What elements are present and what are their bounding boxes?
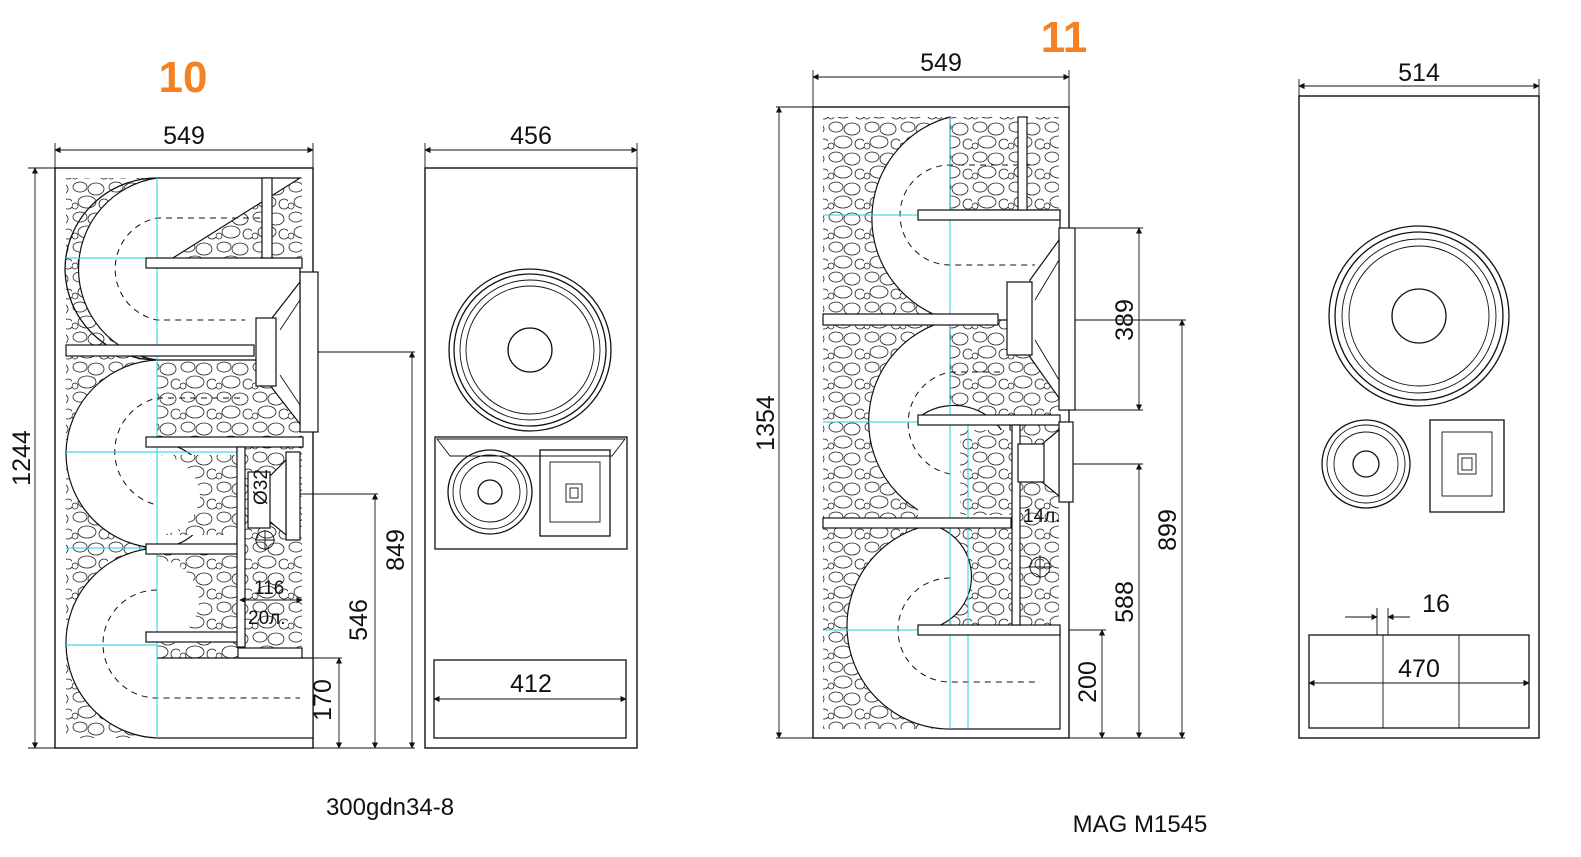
design-11-gap: 16 <box>1422 590 1450 618</box>
design-11-mid-height: 899 <box>1154 509 1182 551</box>
design-11-side-view: 14л. <box>812 106 1076 739</box>
design-10-front-view: 456 412 <box>424 122 638 749</box>
design-10-port-width: 412 <box>510 670 552 698</box>
design-11-front-view: 514 470 16 <box>1298 59 1540 739</box>
design-11-port-height: 200 <box>1074 661 1102 703</box>
design-10-side-height: 1244 <box>8 430 36 486</box>
design-10-port-depth: 116 <box>254 578 284 599</box>
design-10-port-height: 170 <box>309 679 337 721</box>
woofer-11 <box>1328 225 1510 407</box>
design-10-dia-label: Ø32 <box>251 469 272 505</box>
design-11-front-width: 514 <box>1398 59 1440 87</box>
design-11-port-top: 588 <box>1111 581 1139 623</box>
design-11-volume: 14л. <box>1023 506 1061 527</box>
design-11-number: 11 <box>1041 13 1088 62</box>
design-10-mid-height: 546 <box>345 599 373 641</box>
tweeter-11 <box>1429 419 1505 513</box>
design-10-driver-height: 849 <box>382 529 410 571</box>
midrange-11 <box>1321 419 1411 509</box>
design-11-side-height: 1354 <box>752 395 780 451</box>
design-11-port-width: 470 <box>1398 655 1440 683</box>
design-10-side-width: 549 <box>163 122 205 150</box>
design-11-side-dimensions: 549 1354 389 899 588 200 <box>752 49 1186 739</box>
woofer-10 <box>448 268 612 432</box>
design-11-side-width: 549 <box>920 49 962 77</box>
design-10-caption: 300gdn34-8 <box>326 794 454 821</box>
design-10-side-dimensions: 549 1244 849 546 170 <box>8 122 416 749</box>
design-10-volume: 20л. <box>248 608 286 629</box>
design-10-front-width: 456 <box>510 122 552 150</box>
midrange-10 <box>447 449 533 535</box>
design-10-number: 10 <box>159 53 208 102</box>
design-11-caption: MAG M1545 <box>1073 811 1208 838</box>
design-10-side-view: Ø32 116 20л. <box>54 167 319 749</box>
tweeter-10 <box>539 449 611 537</box>
